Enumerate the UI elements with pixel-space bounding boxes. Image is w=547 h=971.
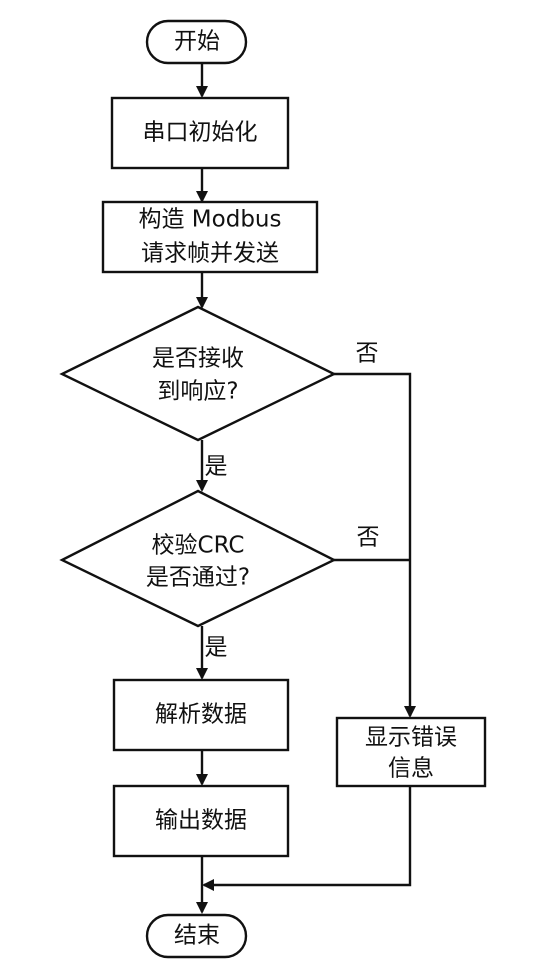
response-no-label: 否 (356, 341, 379, 367)
build-request-line2: 请求帧并发送 (141, 241, 279, 267)
crc-no-label: 否 (357, 525, 380, 551)
output-data-label: 输出数据 (155, 808, 247, 834)
end-terminator (145, 913, 248, 959)
build-request-line1: 构造 Modbus (139, 207, 282, 233)
response-decision (59, 305, 337, 442)
output-data-process (112, 784, 290, 858)
crc-decision-line1: 校验CRC (152, 533, 245, 559)
crc-decision (59, 489, 337, 628)
show-error-line2: 信息 (388, 756, 434, 782)
connector-error-to-end (202, 786, 412, 891)
start-terminator (145, 19, 248, 65)
response-decision-line1: 是否接收 (152, 346, 244, 372)
show-error-process (335, 716, 487, 788)
parse-data-process (112, 678, 290, 752)
response-decision-line2: 到响应? (157, 379, 238, 405)
parse-data-label: 解析数据 (155, 702, 247, 728)
build-request-process (101, 200, 319, 274)
show-error-line1: 显示错误 (365, 725, 457, 751)
connector-response-no-to-error (334, 372, 416, 718)
crc-decision-line2: 是否通过? (146, 565, 250, 591)
init-serial-process (110, 96, 290, 170)
end-label: 结束 (174, 923, 220, 949)
response-yes-label: 是 (205, 454, 228, 480)
crc-yes-label: 是 (205, 635, 228, 661)
init-serial-label: 串口初始化 (143, 120, 258, 146)
start-label: 开始 (174, 29, 220, 55)
